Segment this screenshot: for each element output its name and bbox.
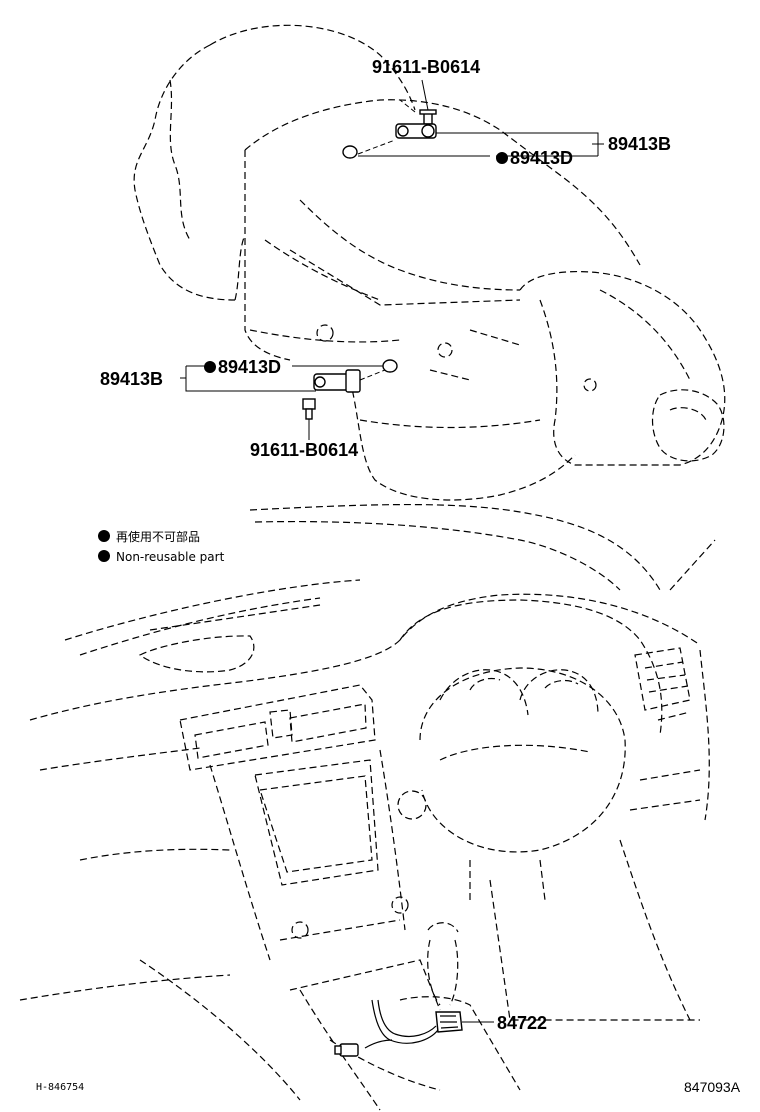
legend-marker-japanese <box>98 530 110 542</box>
non-reusable-marker-top <box>496 152 508 164</box>
callout-gasket-middle: 89413D <box>218 357 281 377</box>
legend-marker-english <box>98 550 110 562</box>
legend: 再使用不可部品 Non-reusable part <box>98 529 225 564</box>
callout-sensor-top: 89413B <box>608 134 671 154</box>
callout-bolt-top: 91611-B0614 <box>372 57 480 77</box>
callout-shift-switch: 84722 <box>497 1013 547 1033</box>
transmission-illustration <box>133 24 726 501</box>
footer-left-code: H-846754 <box>36 1082 84 1093</box>
callout-bolt-middle: 91611-B0614 <box>250 440 358 460</box>
footer-right-code: 847093A <box>684 1079 741 1095</box>
non-reusable-marker-middle <box>204 361 216 373</box>
leader-lines <box>180 79 604 1023</box>
dashboard-illustration <box>19 503 716 1111</box>
legend-japanese: 再使用不可部品 <box>116 529 200 544</box>
callout-sensor-middle: 89413B <box>100 369 163 389</box>
callout-gasket-top: 89413D <box>510 148 573 168</box>
speed-sensor-top <box>342 109 437 159</box>
legend-english: Non-reusable part <box>116 550 225 564</box>
speed-sensor-middle <box>302 359 398 420</box>
